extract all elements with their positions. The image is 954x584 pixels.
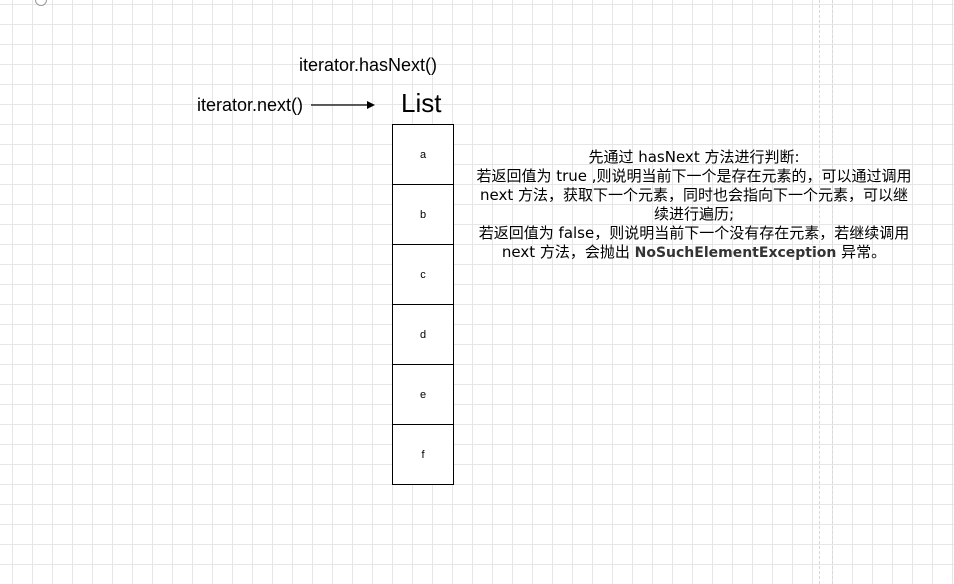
- has-next-label[interactable]: iterator.hasNext(): [299, 55, 438, 75]
- list-cell[interactable]: e: [393, 365, 453, 425]
- list-cell[interactable]: c: [393, 245, 453, 305]
- note-line-3: 若返回值为 false，则说明当前下一个没有存在元素，若继续调用 next 方法…: [474, 224, 914, 263]
- note-line-3-text: 若返回值为 false，则说明当前下一个没有存在元素，若继续调用 next 方法…: [478, 224, 910, 261]
- list-title[interactable]: List: [401, 88, 442, 118]
- page-boundary-line: [819, 0, 820, 584]
- explanation-note[interactable]: 先通过 hasNext 方法进行判断: 若返回值为 true ,则说明当前下一个…: [474, 148, 914, 263]
- note-line-3-end: 异常。: [836, 243, 887, 261]
- list-cell[interactable]: a: [393, 125, 453, 185]
- next-label[interactable]: iterator.next(): [197, 95, 304, 115]
- list-cell[interactable]: b: [393, 185, 453, 245]
- note-line-1: 先通过 hasNext 方法进行判断:: [588, 148, 800, 166]
- page-boundary-line: [832, 0, 833, 584]
- exception-name: NoSuchElementException: [634, 245, 837, 261]
- connection-point-icon: [35, 0, 47, 6]
- list-cell[interactable]: f: [421, 448, 425, 461]
- arrow-right-icon[interactable]: [311, 95, 377, 115]
- note-line-2: 若返回值为 true ,则说明当前下一个是存在元素的，可以通过调用 next 方…: [476, 167, 912, 223]
- list-cell[interactable]: d: [393, 305, 453, 365]
